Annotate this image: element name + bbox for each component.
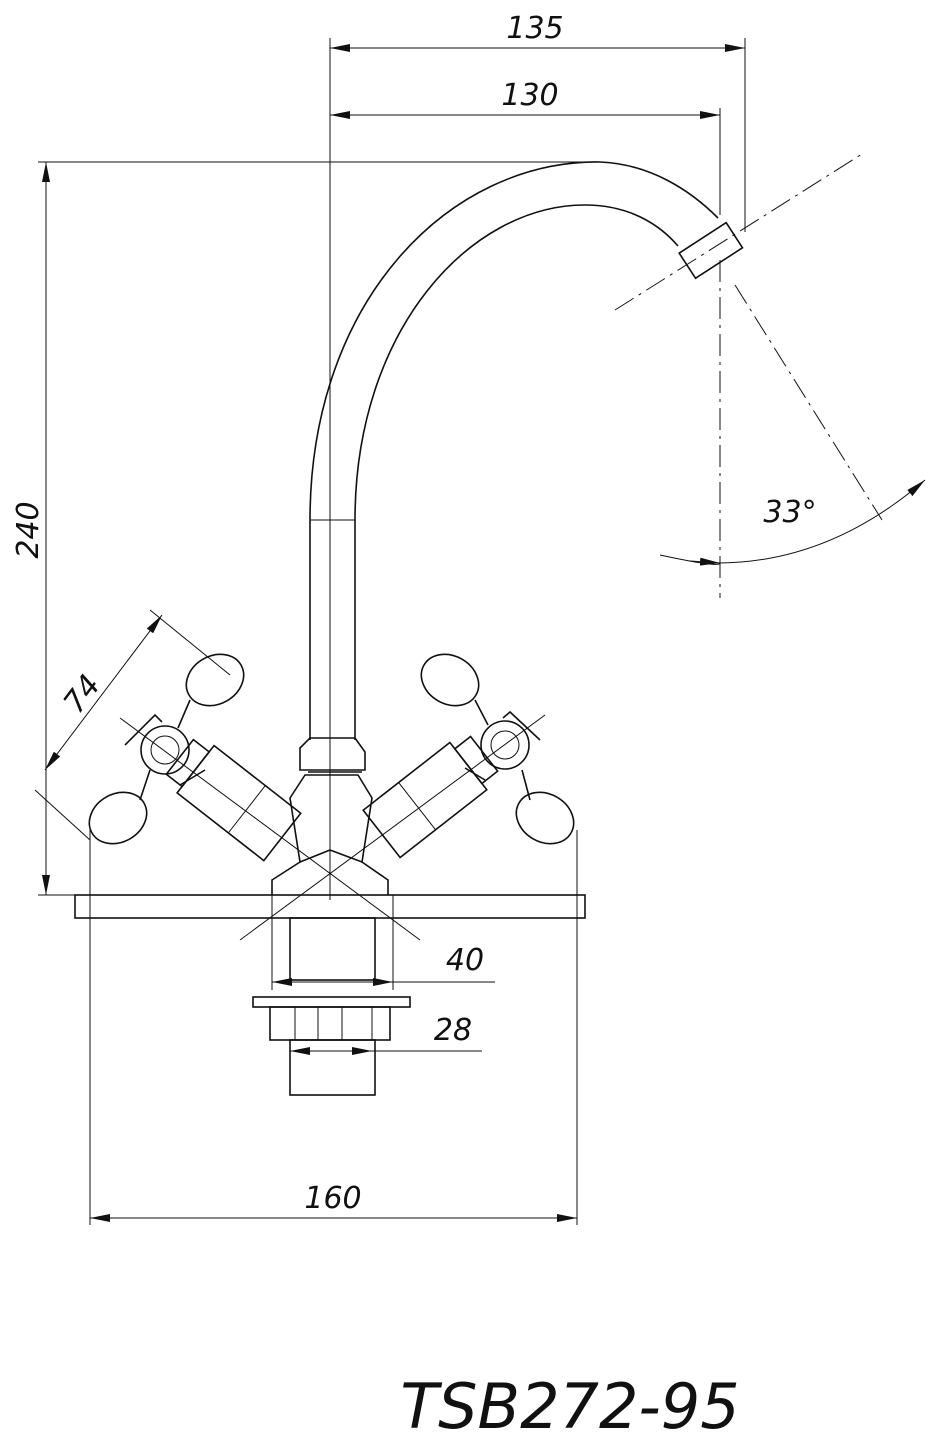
right-handle: [420, 653, 575, 845]
dimension-28: 28: [290, 1013, 482, 1055]
aerator-nozzle: [678, 221, 744, 280]
valve-body: [119, 714, 546, 941]
dimension-label: 240: [11, 501, 46, 558]
dimension-40: 40: [271, 895, 495, 990]
dimension-label: 160: [304, 1181, 361, 1216]
dimension-label: 28: [434, 1013, 472, 1048]
dimension-label: 74: [57, 669, 108, 721]
dimension-74: 74: [34, 609, 231, 841]
dimension-160: 160: [89, 830, 578, 1225]
mounting-shank: [252, 917, 411, 1096]
dimension-label: 130: [501, 78, 558, 113]
spout-nut: [299, 737, 366, 773]
spout: [309, 153, 863, 740]
dimension-label: 40: [446, 943, 484, 978]
dimension-240: 240: [11, 161, 600, 896]
dimension-label: 33°: [763, 495, 816, 530]
dimension-130: 130: [330, 78, 721, 598]
left-handle: [88, 653, 245, 845]
dimension-label: 135: [506, 11, 563, 46]
model-number: TSB272-95: [400, 1370, 739, 1443]
dimension-135: 135: [330, 11, 746, 232]
dimension-33-degrees: 33°: [659, 284, 926, 566]
